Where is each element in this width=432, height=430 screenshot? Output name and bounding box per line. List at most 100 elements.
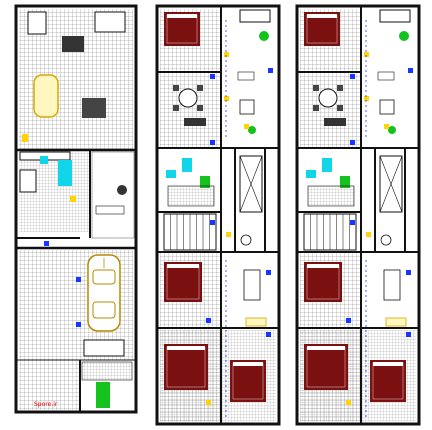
bed — [164, 262, 202, 302]
marker — [364, 96, 369, 101]
bathroom — [307, 185, 355, 207]
marker — [224, 96, 229, 101]
plant-icon — [117, 185, 127, 195]
marker — [76, 322, 81, 327]
marker — [384, 124, 389, 129]
gate — [83, 339, 125, 357]
carpet — [82, 98, 106, 118]
ground-floor-plan: Spore.ir — [14, 4, 138, 414]
marker — [226, 232, 231, 237]
bench — [95, 205, 125, 215]
car-icon — [87, 254, 121, 332]
marker — [350, 74, 355, 79]
stool — [380, 234, 392, 246]
bed-pillow — [233, 362, 263, 366]
marker — [350, 220, 355, 225]
marker — [350, 140, 355, 145]
bed-pillow — [167, 346, 205, 350]
marker — [210, 140, 215, 145]
sideboard — [184, 118, 206, 126]
plant-icon — [399, 31, 409, 41]
armchair — [62, 36, 84, 52]
bed — [304, 344, 348, 390]
bed — [370, 360, 406, 402]
balcony — [239, 9, 271, 23]
chair — [173, 105, 179, 111]
dining-bench — [385, 317, 407, 327]
sideboard — [324, 118, 346, 126]
outer-wall — [14, 4, 138, 414]
entry-floor — [19, 360, 79, 410]
marker — [244, 124, 249, 129]
chair — [173, 85, 179, 91]
bathroom — [167, 185, 215, 207]
stair-entry — [81, 361, 133, 381]
plant-box — [200, 176, 210, 188]
bathtub — [182, 158, 192, 172]
bed-pillow — [167, 14, 197, 18]
tv-unit — [94, 11, 126, 33]
void-cross — [379, 155, 403, 213]
sink — [166, 170, 176, 178]
chair — [337, 85, 343, 91]
marker — [346, 318, 351, 323]
plant-icon — [388, 126, 396, 134]
wardrobe — [377, 71, 395, 81]
plant-icon — [259, 31, 269, 41]
stool — [240, 234, 252, 246]
plant-box — [340, 176, 350, 188]
marker — [210, 220, 215, 225]
cabinet — [40, 156, 48, 164]
watermark-text: Spore.ir — [34, 401, 58, 408]
marker — [406, 270, 411, 275]
bathtub — [322, 158, 332, 172]
balcony — [379, 9, 411, 23]
outer-wall — [155, 4, 281, 426]
marker — [366, 232, 371, 237]
second-floor-plan — [295, 4, 421, 426]
dining-table — [33, 74, 59, 118]
marker — [206, 318, 211, 323]
marker — [76, 277, 81, 282]
chair — [313, 85, 319, 91]
outer-wall — [295, 4, 421, 426]
bed — [164, 344, 208, 390]
marker — [210, 74, 215, 79]
marker — [206, 400, 211, 405]
washbasin — [379, 99, 395, 115]
marker — [346, 400, 351, 405]
bed — [230, 360, 266, 402]
bed-pillow — [307, 346, 345, 350]
marker — [266, 270, 271, 275]
sink — [58, 160, 72, 186]
chair — [197, 85, 203, 91]
sink — [306, 170, 316, 178]
dining-table — [178, 88, 198, 108]
void-cross — [239, 155, 263, 213]
chair — [337, 105, 343, 111]
bed-pillow — [167, 264, 199, 268]
wardrobe — [237, 71, 255, 81]
marker — [364, 52, 369, 57]
chair — [313, 105, 319, 111]
marker — [266, 332, 271, 337]
plant-icon — [248, 126, 256, 134]
bed-pillow — [307, 264, 339, 268]
kitchen-counter — [383, 269, 401, 301]
marker — [70, 196, 76, 202]
fridge — [19, 169, 37, 193]
bed — [304, 262, 342, 302]
sofa — [27, 11, 47, 35]
bed-pillow — [307, 14, 337, 18]
marker — [268, 68, 273, 73]
marker — [406, 332, 411, 337]
kitchen-counter — [243, 269, 261, 301]
stair-hall — [91, 151, 135, 239]
first-floor-plan — [155, 4, 281, 426]
dining-bench — [245, 317, 267, 327]
garden — [96, 382, 110, 408]
bed-pillow — [373, 362, 403, 366]
marker — [22, 134, 28, 142]
